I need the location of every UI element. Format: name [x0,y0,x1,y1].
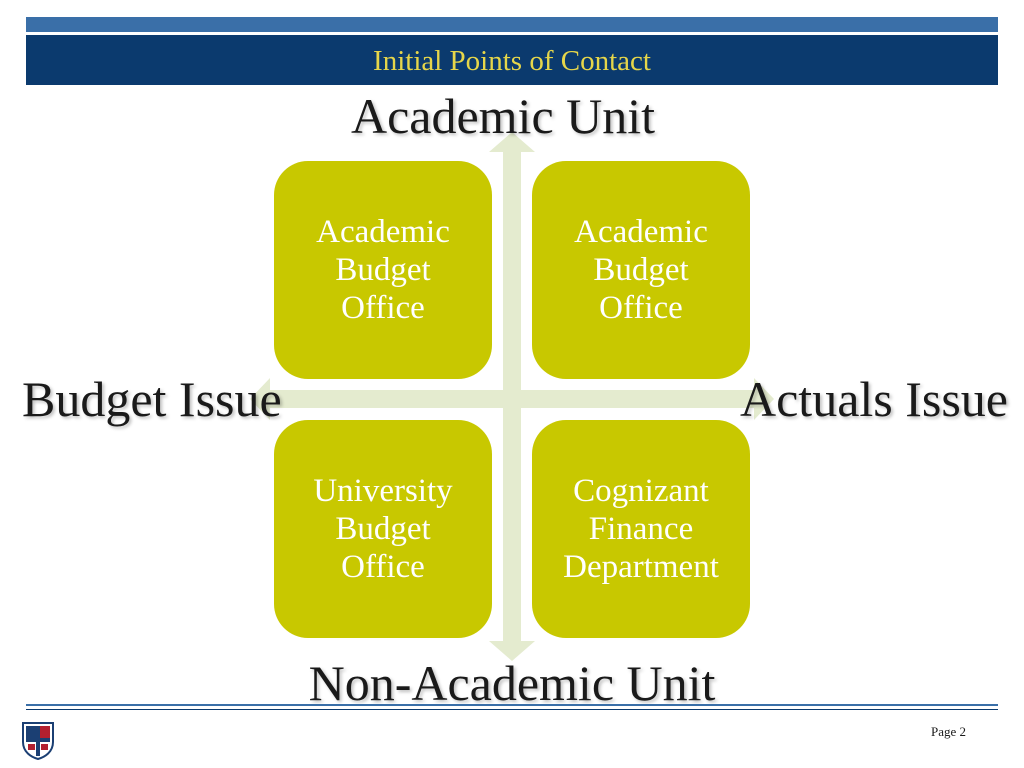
horizontal-axis-arrow [250,378,774,420]
quadrant-top-right-text: Academic Budget Office [574,214,708,326]
quadrant-bottom-left: University Budget Office [274,420,492,638]
university-shield-logo [22,722,54,760]
quadrant-top-right: Academic Budget Office [532,161,750,379]
quadrant-top-left: Academic Budget Office [274,161,492,379]
header-top-stripe [26,17,998,32]
quadrant-bottom-right-text: Cognizant Finance Department [563,473,719,585]
axis-label-bottom: Non-Academic Unit [308,655,716,711]
quadrant-bottom-left-text: University Budget Office [313,473,453,585]
title-bar: Initial Points of Contact [26,35,998,85]
axis-label-top: Academic Unit [350,88,656,144]
quadrant-top-left-text: Academic Budget Office [316,214,450,326]
axis-label-left: Budget Issue [22,371,282,427]
footer-divider-thin [26,709,998,710]
axis-label-right: Actuals Issue [740,371,1008,427]
quadrant-bottom-right: Cognizant Finance Department [532,420,750,638]
page-number: Page 2 [930,724,966,739]
footer-divider [26,704,998,706]
slide-title: Initial Points of Contact [373,45,651,77]
